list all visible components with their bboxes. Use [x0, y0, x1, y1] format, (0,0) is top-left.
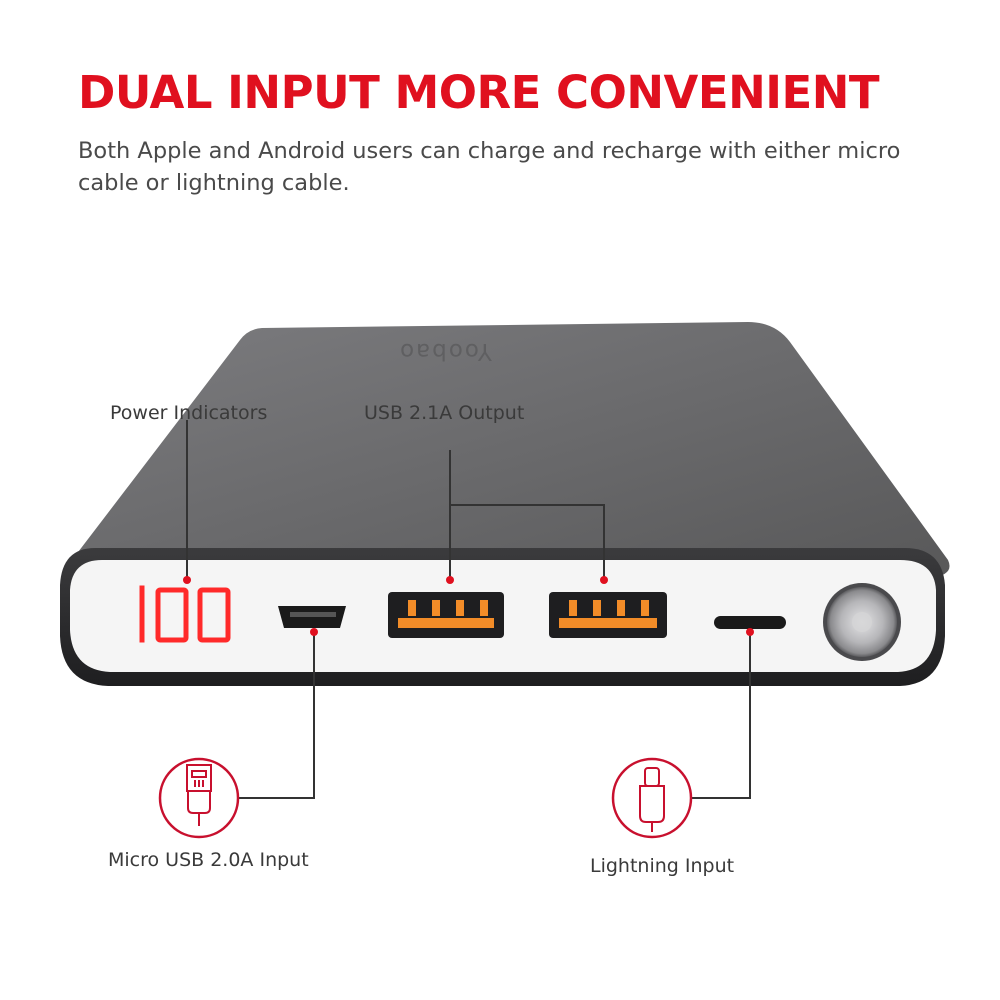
led-display	[139, 585, 231, 643]
brand-engraving: Yoobao	[398, 338, 492, 364]
shell-top	[65, 322, 950, 578]
power-button	[823, 583, 901, 661]
feature-description: Both Apple and Android users can charge …	[78, 138, 901, 196]
headline: DUAL INPUT MORE CONVENIENT	[78, 66, 880, 119]
lightning-icon	[611, 757, 693, 839]
power-indicators-label: Power Indicators	[110, 402, 268, 424]
usb-output-port-2	[549, 592, 667, 638]
usb-output-label: USB 2.1A Output	[364, 402, 525, 424]
usb-output-port-1	[388, 592, 504, 638]
lightning-port	[714, 616, 786, 629]
callout-lines	[186, 420, 751, 799]
micro-usb-input-label: Micro USB 2.0A Input	[108, 849, 309, 871]
micro-usb-icon	[158, 757, 240, 839]
lightning-input-label: Lightning Input	[590, 855, 735, 877]
callout-dots	[183, 576, 754, 636]
micro-usb-port	[278, 606, 346, 628]
